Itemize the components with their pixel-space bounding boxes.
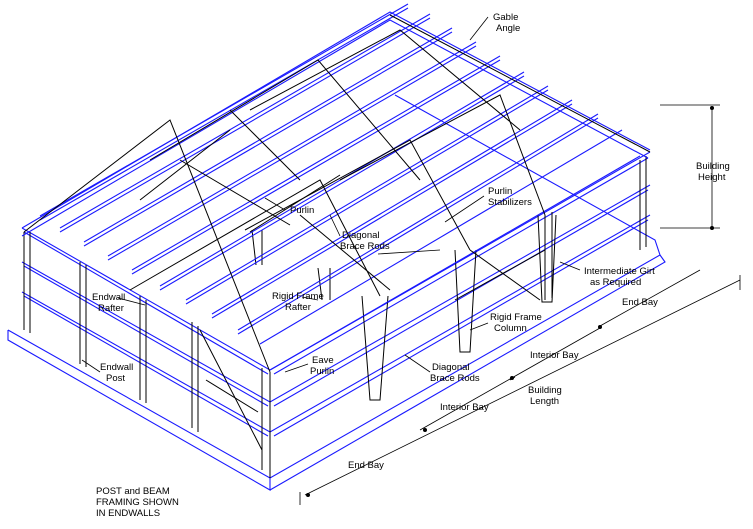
label-gable-angle-1: Gable bbox=[493, 12, 518, 23]
leader-lines bbox=[81, 16, 581, 373]
endwall-posts bbox=[23, 156, 647, 478]
label-endwall-post-1: Endwall bbox=[100, 362, 133, 373]
label-diagonal-brace-rods-bottom-2: Brace Rods bbox=[430, 373, 480, 384]
label-rigid-frame-rafter-2: Rafter bbox=[285, 302, 311, 313]
label-endwall-post-2: Post bbox=[106, 373, 125, 384]
note-line-1: POST and BEAM bbox=[96, 486, 170, 497]
note-line-3: IN ENDWALLS bbox=[96, 508, 160, 519]
label-eave-purlin-1: Eave bbox=[312, 355, 334, 366]
label-eave-purlin-2: Purlin bbox=[310, 366, 334, 377]
rigid-frame-columns bbox=[251, 214, 557, 401]
label-endwall-rafter-1: Endwall bbox=[92, 292, 125, 303]
label-end-bay-left: End Bay bbox=[348, 460, 384, 471]
label-diagonal-brace-rods-top-1: Diagonal bbox=[342, 230, 380, 241]
label-purlin-stabilizers-2: Stabilizers bbox=[488, 197, 532, 208]
label-rigid-frame-rafter-1: Rigid Frame bbox=[272, 291, 324, 302]
callout-labels: Gable Angle Building Height Purlin Stabi… bbox=[92, 12, 730, 519]
label-endwall-rafter-2: Rafter bbox=[98, 303, 124, 314]
foundation-slab bbox=[7, 94, 666, 491]
label-intermediate-girt-2: as Required bbox=[590, 277, 641, 288]
roof-outline bbox=[21, 11, 651, 371]
label-gable-angle-2: Angle bbox=[496, 23, 520, 34]
label-building-length-2: Length bbox=[530, 396, 559, 407]
label-rigid-frame-column-2: Column bbox=[494, 323, 527, 334]
label-intermediate-girt-1: Intermediate Girt bbox=[584, 266, 655, 277]
note-line-2: FRAMING SHOWN bbox=[96, 497, 179, 508]
label-rigid-frame-column-1: Rigid Frame bbox=[490, 312, 542, 323]
label-diagonal-brace-rods-top-2: Brace Rods bbox=[340, 241, 390, 252]
label-purlin-stabilizers-1: Purlin bbox=[488, 186, 512, 197]
label-end-bay-right: End Bay bbox=[622, 297, 658, 308]
label-building-length-1: Building bbox=[528, 385, 562, 396]
rigid-frame-rafters bbox=[23, 14, 651, 373]
dimension-lines bbox=[299, 104, 741, 505]
label-interior-bay-left: Interior Bay bbox=[440, 402, 489, 413]
label-building-height-1: Building bbox=[696, 161, 730, 172]
label-interior-bay-right: Interior Bay bbox=[530, 350, 579, 361]
label-diagonal-brace-rods-bottom-1: Diagonal bbox=[432, 362, 470, 373]
diagonal-brace-rods bbox=[139, 109, 546, 451]
label-building-height-2: Height bbox=[698, 172, 726, 183]
label-purlin: Purlin bbox=[290, 205, 314, 216]
